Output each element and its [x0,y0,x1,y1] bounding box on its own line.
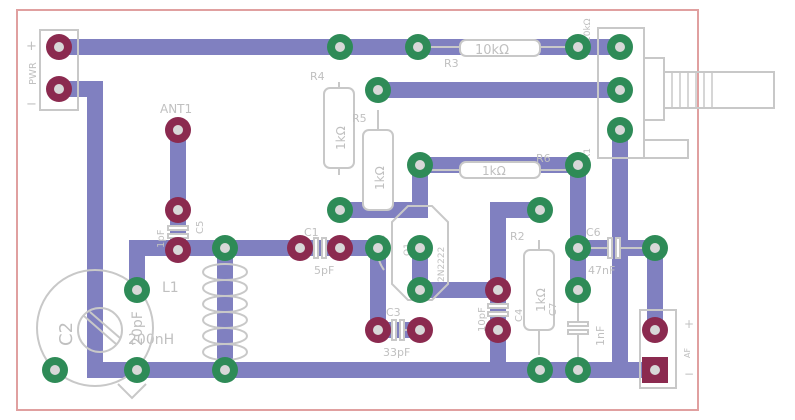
c1-pad-a [287,235,313,261]
pwr-plus-pad [46,34,72,60]
potentiometer-r1: 10kΩ R1 [583,18,775,160]
c2-pad-b [124,357,150,383]
r6-pad-a [407,152,433,178]
r6-value: 1kΩ [482,164,506,178]
q1-pad-e [365,235,391,261]
c2-pad-c [42,357,68,383]
c3-ref: C3 [386,306,401,319]
c1-ref: C1 [304,226,319,239]
c6-ref: C6 [586,226,601,239]
af-label: AF [683,348,692,358]
c4-value: 10pF [477,307,488,332]
r2-pad-top [527,197,553,223]
l1-pad-bottom [212,357,238,383]
c7-value: 1nF [594,326,607,346]
r1-ref: R1 [583,148,593,160]
c5-pad-b [165,237,191,263]
r2-value: 1kΩ [534,288,548,312]
c2-ref: C2 [56,322,77,346]
r3-pad-b [565,34,591,60]
pot-pad-3 [607,117,633,143]
pad [327,34,353,60]
r1-value: 10kΩ [583,18,593,42]
ant1-label: ANT1 [160,102,192,116]
capacitor-c3: C3 33pF [378,306,420,359]
r5-pad-top [365,77,391,103]
pads [42,34,668,383]
r2-pad-bottom [527,357,553,383]
c3-value: 33pF [383,346,410,359]
c4-pad-a [485,277,511,303]
r2-ref: R2 [510,230,525,243]
pot-pad-2 [607,77,633,103]
resistor-r4: 1kΩ R4 [310,70,355,175]
pwr-minus-pad [46,76,72,102]
l1-pad-top [212,235,238,261]
c4-pad-b [485,317,511,343]
pwr-plus-label: + [26,39,37,54]
c1-value: 5pF [314,264,334,277]
resistor-r5: 1kΩ R5 [352,110,394,211]
resistor-r2: 1kΩ R2 [510,230,555,355]
capacitor-c6: C6 47nF [578,226,655,277]
c5-ref: C5 [195,221,206,234]
l1-ref: L1 [162,280,179,296]
c6-pad-a [565,235,591,261]
capacitor-c1: C1 5pF [300,226,340,277]
c5-value: 1pF [156,229,167,248]
capacitor-c5: 1pF C5 [156,221,206,248]
r4-ref: R4 [310,70,325,83]
c7-pad-bottom [565,357,591,383]
c2-value: 20pF [130,311,146,346]
c7-ref: C7 [548,303,559,316]
trimmer-capacitor-c2: C2 20pF [36,269,154,400]
r3-ref: R3 [444,57,459,70]
c3-pad-a [365,317,391,343]
af-connector: + − AF [639,309,694,389]
r5-ref: R5 [352,112,367,125]
r6-pad-b [565,152,591,178]
c5-pad-a [165,197,191,223]
c1-pad-b [327,235,353,261]
c7-pad-top [565,277,591,303]
af-plus-label: + [684,317,694,331]
ant1-pad [165,117,191,143]
c6-pad-b [642,235,668,261]
c3-pad-b [407,317,433,343]
r6-ref: R6 [536,152,551,165]
pwr-minus-label: − [26,97,37,112]
r3-pad-a [405,34,431,60]
pwr-label: PWR [28,62,39,85]
af-plus-pad [642,317,668,343]
r5-value: 1kΩ [373,166,387,190]
r4-value: 1kΩ [334,126,348,150]
q1-pad-c [407,277,433,303]
pot-pad-1 [607,34,633,60]
c6-value: 47nF [588,264,615,277]
pwr-connector: + − PWR [26,29,79,112]
r3-value: 10kΩ [475,43,509,58]
capacitor-c4: 10pF C4 [477,303,525,332]
af-minus-pad [642,357,668,383]
af-minus-label: − [684,367,694,381]
r4-pad-bottom [327,197,353,223]
c4-ref: C4 [514,309,525,322]
q1-pad-b [407,235,433,261]
q1-value: 2N2222 [437,247,447,282]
resistor-r6: 1kΩ R6 [430,152,566,179]
c2-pad-a [124,277,150,303]
